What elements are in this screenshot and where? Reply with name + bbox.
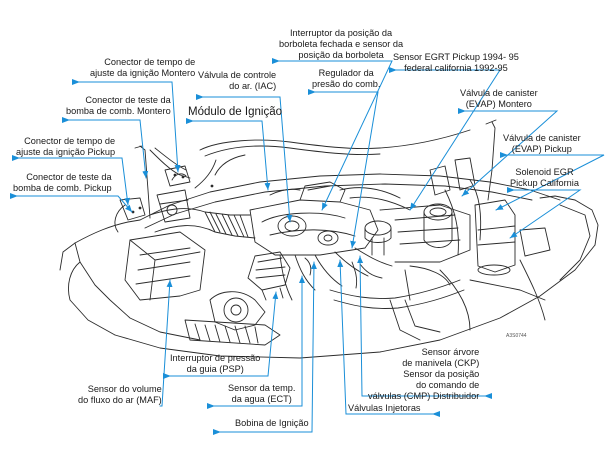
label-tempo-montero: Conector de tempo de ajuste da ignição M… <box>90 57 196 78</box>
label-bomba-pickup: Conector de teste da bomba de comb. Pick… <box>13 172 112 193</box>
connector-dots <box>131 173 214 214</box>
leader-lines <box>12 60 605 433</box>
label-canister-montero: Válvula de canister (EVAP) Montero <box>460 88 538 109</box>
label-arrowheads <box>10 58 515 435</box>
label-psp: Interruptor de pressão da guia (PSP) <box>170 353 261 374</box>
label-modulo-ignicao: Módulo de Ignição <box>188 106 282 118</box>
label-interruptor-borboleta: Interruptor da posição da borboleta fech… <box>279 28 404 60</box>
label-solenoid-egr: Solenoid EGR Pickup California <box>510 167 579 188</box>
label-valvulas-injetoras: Válvulas Injetoras <box>348 403 421 413</box>
engine-drawing <box>59 119 599 359</box>
label-canister-pickup: Válvula de canister (EVAP) Pickup <box>503 133 581 154</box>
label-regulador: Regulador da presão do comb. <box>312 68 381 89</box>
label-maf: Sensor do volume do fluxo do ar (MAF) <box>78 384 162 405</box>
label-bomba-montero: Conector de teste da bomba de comb. Mont… <box>66 95 171 116</box>
label-iac: Válvula de controle do ar. (IAC) <box>198 70 277 91</box>
label-ect: Sensor da temp. da agua (ECT) <box>228 383 296 404</box>
label-egrt: Sensor EGRT Pickup 1994- 95 federal cali… <box>393 52 519 73</box>
label-bobina-ignicao: Bobina de Ignição <box>235 418 309 428</box>
label-tempo-pickup: Conector de tempo de ajuste da ignição P… <box>16 136 116 157</box>
figure-code: A3S0744 <box>506 333 527 339</box>
label-ckp-cmp: Sensor árvore de manivela (CKP) Sensor d… <box>368 347 480 401</box>
